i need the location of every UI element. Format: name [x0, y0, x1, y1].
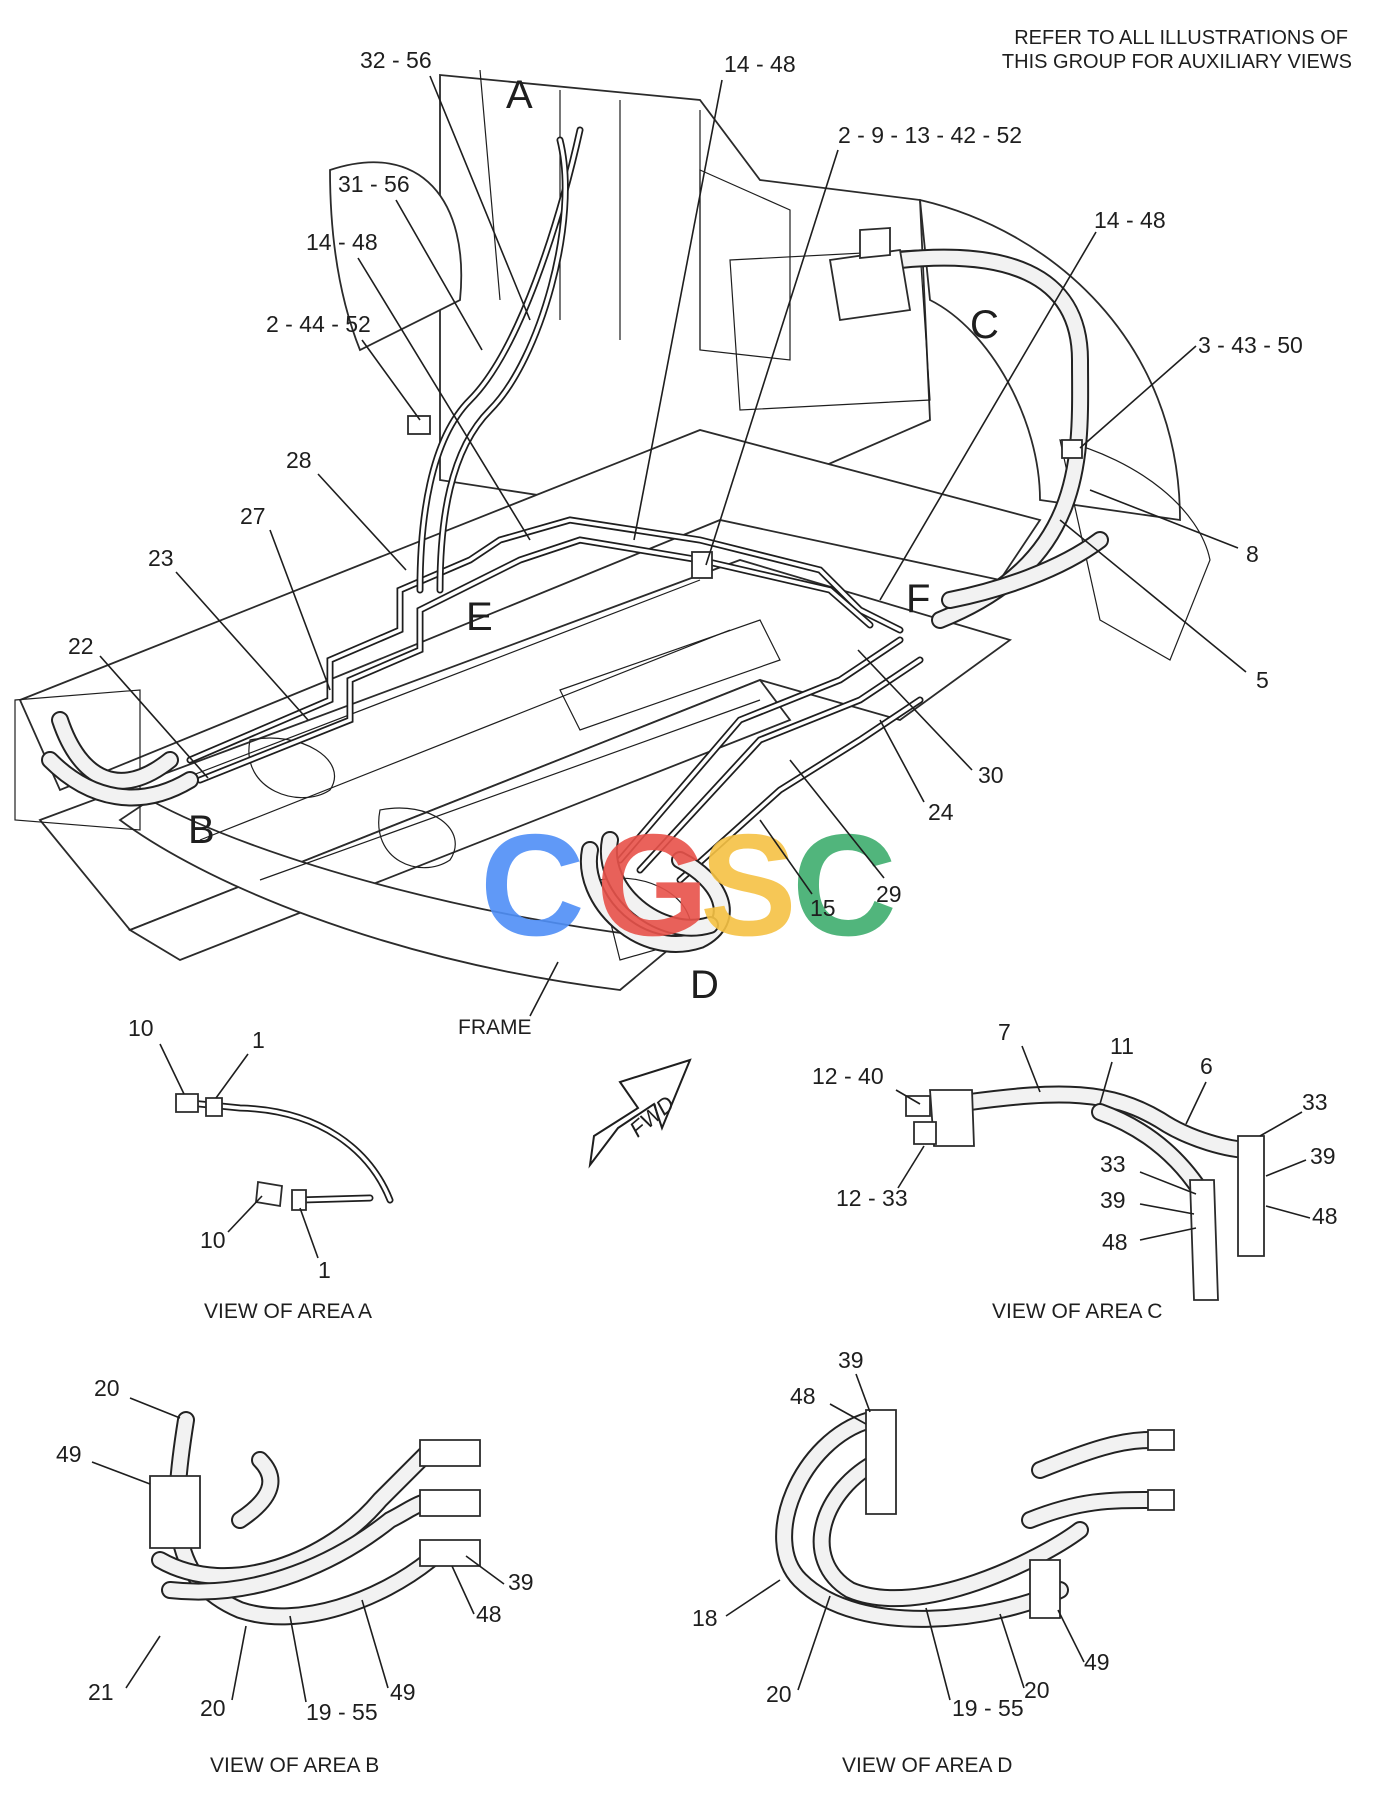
view-a-callout-10-top: 10: [128, 1015, 154, 1041]
watermark-letter-2: G: [596, 804, 709, 966]
main-leader-lines: [99, 75, 1247, 895]
callout-30: 30: [978, 762, 1004, 788]
view-b-callout-21: 21: [88, 1679, 114, 1705]
view-b-caption: VIEW OF AREA B: [210, 1754, 379, 1777]
clamp-2-9-13-42-52: [691, 551, 713, 579]
frame-label: FRAME: [458, 1016, 532, 1039]
view-d-callout-20-right: 20: [1024, 1677, 1050, 1703]
callout-8: 8: [1246, 541, 1259, 567]
view-area-c: 7 11 6 33 12 - 40 39 33 48 39 48 12 - 33…: [812, 1019, 1338, 1323]
view-b-callout-39: 39: [508, 1569, 534, 1595]
main-assembly-drawing: [14, 69, 1211, 991]
view-d-callout-39: 39: [838, 1347, 864, 1373]
header-note-line-1: REFER TO ALL ILLUSTRATIONS OF: [1014, 27, 1348, 49]
view-b-callout-20-bot: 20: [200, 1695, 226, 1721]
view-a-callout-1-bot: 1: [318, 1257, 331, 1283]
watermark-letter-3: S: [700, 804, 797, 966]
callout-2-9-13-42-52: 2 - 9 - 13 - 42 - 52: [838, 122, 1022, 148]
frame-leader: [529, 961, 559, 1017]
callout-32-56: 32 - 56: [360, 47, 432, 73]
view-a-caption: VIEW OF AREA A: [204, 1300, 372, 1323]
area-letter-a: A: [506, 73, 533, 117]
view-b-callout-48: 48: [476, 1601, 502, 1627]
callout-14-48-top: 14 - 48: [724, 51, 796, 77]
area-letter-c: C: [970, 303, 999, 347]
view-area-d: 39 48 18 20 19 - 55 20 49 VIEW OF AREA D: [692, 1347, 1175, 1777]
callout-15: 15: [810, 895, 836, 921]
view-c-callout-33-right: 33: [1302, 1089, 1328, 1115]
view-c-callout-48-right: 48: [1312, 1203, 1338, 1229]
watermark-letter-1: C: [480, 804, 585, 966]
callout-28: 28: [286, 447, 312, 473]
view-b-callout-19-55: 19 - 55: [306, 1699, 378, 1725]
view-c-callout-33-left: 33: [1100, 1151, 1126, 1177]
watermark: C G S C: [480, 804, 897, 966]
area-letter-f: F: [906, 577, 930, 621]
callout-14-48-right: 14 - 48: [1094, 207, 1166, 233]
callout-14-48-left: 14 - 48: [306, 229, 378, 255]
main-callouts: 32 - 56 14 - 48 2 - 9 - 13 - 42 - 52 31 …: [68, 47, 1303, 921]
callout-24: 24: [928, 799, 954, 825]
callout-29: 29: [876, 881, 902, 907]
callout-27: 27: [240, 503, 266, 529]
view-b-callout-49-top: 49: [56, 1441, 82, 1467]
view-b-callout-49-bot: 49: [390, 1679, 416, 1705]
callout-5: 5: [1256, 667, 1269, 693]
callout-31-56: 31 - 56: [338, 171, 410, 197]
view-c-callout-12-33: 12 - 33: [836, 1185, 908, 1211]
clamp-3-43-50: [1061, 439, 1083, 459]
callout-2-44-52: 2 - 44 - 52: [266, 311, 371, 337]
view-c-callout-12-40: 12 - 40: [812, 1063, 884, 1089]
view-d-caption: VIEW OF AREA D: [842, 1754, 1012, 1777]
view-c-callout-48-left: 48: [1102, 1229, 1128, 1255]
clamp-2-44-52: [407, 415, 431, 435]
view-c-callout-11: 11: [1110, 1033, 1134, 1059]
view-c-callout-7: 7: [998, 1019, 1011, 1045]
header-note-line-2: THIS GROUP FOR AUXILIARY VIEWS: [1002, 51, 1352, 73]
fwd-arrow: FWD: [588, 1058, 692, 1169]
view-area-a: 10 1 10 1 VIEW OF AREA A: [128, 1015, 394, 1323]
area-letter-b: B: [188, 808, 215, 852]
view-a-callout-1-top: 1: [252, 1027, 265, 1053]
view-c-callout-39-left: 39: [1100, 1187, 1126, 1213]
view-b-callout-20-top: 20: [94, 1375, 120, 1401]
watermark-letter-4: C: [792, 804, 897, 966]
view-c-caption: VIEW OF AREA C: [992, 1300, 1162, 1323]
view-d-callout-20-left: 20: [766, 1681, 792, 1707]
view-d-callout-18: 18: [692, 1605, 718, 1631]
callout-23: 23: [148, 545, 174, 571]
view-area-b: 20 49 39 48 21 20 19 - 55 49 VIEW OF ARE…: [56, 1375, 534, 1777]
area-letter-d: D: [690, 963, 719, 1007]
view-d-callout-19-55: 19 - 55: [952, 1695, 1024, 1721]
view-d-callout-49: 49: [1084, 1649, 1110, 1675]
view-c-callout-39-right: 39: [1310, 1143, 1336, 1169]
area-letter-e: E: [466, 595, 493, 639]
view-d-callout-48: 48: [790, 1383, 816, 1409]
view-c-callout-6: 6: [1200, 1053, 1213, 1079]
callout-22: 22: [68, 633, 94, 659]
view-a-callout-10-bot: 10: [200, 1227, 226, 1253]
callout-3-43-50: 3 - 43 - 50: [1198, 332, 1303, 358]
